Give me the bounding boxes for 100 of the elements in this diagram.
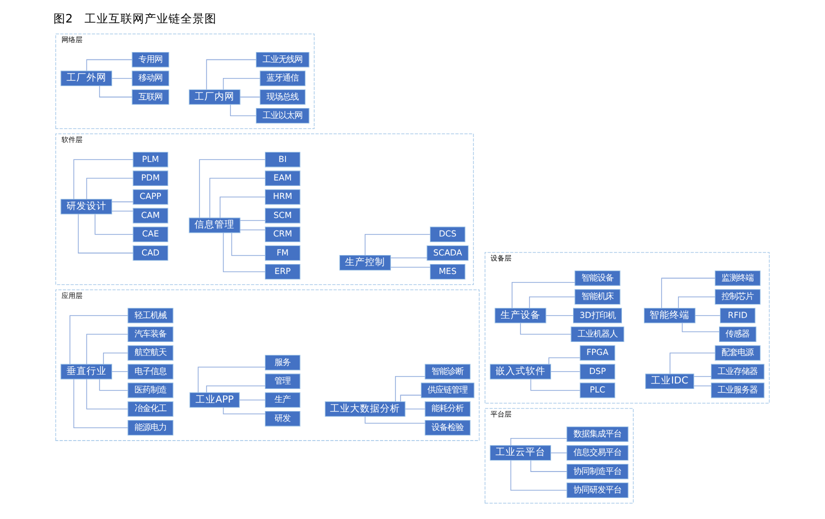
node-box: 工业服务器 bbox=[710, 382, 764, 398]
connector bbox=[231, 232, 266, 256]
node-box: 信息管理 bbox=[188, 218, 240, 234]
node-box: 工业无线网 bbox=[256, 52, 310, 68]
node-box: 工业APP bbox=[189, 392, 240, 408]
node-box: 轻工机械 bbox=[128, 308, 174, 324]
connector bbox=[86, 59, 132, 72]
node-box: 冶金化工 bbox=[128, 401, 174, 417]
connector bbox=[530, 460, 568, 472]
connector bbox=[240, 96, 260, 98]
node-box: CRM bbox=[264, 226, 300, 242]
node-box: 工业以太网 bbox=[256, 108, 310, 124]
node-box: CAPP bbox=[132, 189, 168, 205]
node-box: SCADA bbox=[426, 245, 469, 261]
connector bbox=[670, 352, 716, 374]
node-box: 移动网 bbox=[132, 70, 170, 86]
connector bbox=[548, 357, 580, 365]
connector bbox=[220, 196, 266, 218]
node-box: 配套电源 bbox=[714, 345, 761, 361]
connector bbox=[70, 315, 128, 364]
node-box: 设备检验 bbox=[424, 420, 471, 436]
connector bbox=[550, 452, 568, 454]
node-box: 互联网 bbox=[132, 89, 170, 105]
node-box: DSP bbox=[580, 364, 616, 380]
connector bbox=[94, 214, 134, 235]
connector bbox=[661, 278, 716, 308]
node-box: 控制芯片 bbox=[714, 289, 761, 305]
connector bbox=[86, 178, 134, 200]
node-box: 能源电力 bbox=[128, 420, 174, 436]
node-box: CAE bbox=[132, 226, 168, 242]
node-box: 专用网 bbox=[132, 52, 170, 68]
node-box: 工业IDC bbox=[645, 374, 694, 390]
node-box: ERP bbox=[264, 264, 300, 280]
node-box: 垂直行业 bbox=[60, 364, 112, 380]
connector bbox=[510, 438, 568, 446]
connector bbox=[550, 371, 580, 372]
node-box: 供应链管理 bbox=[420, 382, 474, 398]
connector bbox=[73, 378, 128, 428]
connector bbox=[99, 86, 132, 98]
node-box: DCS bbox=[430, 226, 466, 242]
connector bbox=[112, 78, 132, 79]
node-box: BI bbox=[264, 152, 300, 168]
connector bbox=[86, 334, 128, 364]
node-box: 医药制造 bbox=[128, 382, 174, 398]
node-box: 管理 bbox=[264, 374, 300, 390]
connector bbox=[678, 296, 716, 308]
connector bbox=[395, 376, 426, 402]
connector bbox=[529, 296, 576, 308]
connector bbox=[364, 416, 426, 424]
node-box: 工业存储器 bbox=[710, 364, 764, 380]
connector bbox=[512, 282, 576, 308]
connector bbox=[99, 378, 128, 391]
connector bbox=[546, 315, 574, 316]
connector bbox=[73, 159, 134, 200]
connector bbox=[400, 394, 422, 402]
connector bbox=[364, 234, 431, 256]
node-box: CAM bbox=[132, 208, 168, 224]
node-box: 服务 bbox=[264, 354, 300, 370]
connector bbox=[694, 315, 720, 316]
node-box: 智能机床 bbox=[574, 289, 620, 305]
node-box: 生产 bbox=[264, 392, 300, 408]
connector bbox=[112, 210, 134, 212]
node-box: 研发 bbox=[264, 410, 300, 426]
connector bbox=[222, 78, 260, 90]
connector bbox=[530, 378, 580, 391]
node-box: 电子信息 bbox=[128, 364, 174, 380]
node-box: EAM bbox=[264, 170, 300, 186]
node-box: 协同制造平台 bbox=[566, 464, 628, 480]
connector bbox=[404, 408, 426, 410]
node-box: 工业机器人 bbox=[570, 326, 624, 342]
node-box: 智能终端 bbox=[644, 308, 696, 324]
node-box: FPGA bbox=[580, 345, 616, 361]
connector bbox=[694, 385, 712, 386]
connector bbox=[510, 460, 568, 491]
node-box: 生产设备 bbox=[494, 308, 546, 324]
connector bbox=[78, 214, 134, 254]
node-box: 监测终端 bbox=[714, 270, 761, 286]
connector bbox=[520, 322, 572, 335]
node-box: PLC bbox=[580, 382, 616, 398]
node-box: PDM bbox=[132, 170, 168, 186]
node-box: 智能诊断 bbox=[424, 364, 471, 380]
connector bbox=[198, 366, 266, 393]
connector bbox=[112, 201, 134, 202]
node-box: 工厂内网 bbox=[188, 89, 240, 105]
node-box: 智能设备 bbox=[574, 270, 620, 286]
connector bbox=[209, 178, 266, 218]
node-box: 工厂外网 bbox=[60, 70, 112, 86]
node-box: 协同研发平台 bbox=[566, 482, 628, 498]
connector bbox=[694, 376, 712, 377]
node-box: 3D打印机 bbox=[573, 308, 622, 324]
connector bbox=[240, 229, 266, 230]
node-box: 信息交易平台 bbox=[566, 445, 628, 461]
connector bbox=[199, 159, 266, 218]
connector bbox=[103, 352, 128, 364]
node-box: CAD bbox=[132, 245, 168, 261]
connector bbox=[112, 371, 128, 372]
node-box: 能耗分析 bbox=[424, 401, 471, 417]
node-box: 汽车装备 bbox=[128, 326, 174, 342]
node-box: 嵌入式软件 bbox=[490, 364, 552, 380]
connector bbox=[86, 378, 128, 410]
